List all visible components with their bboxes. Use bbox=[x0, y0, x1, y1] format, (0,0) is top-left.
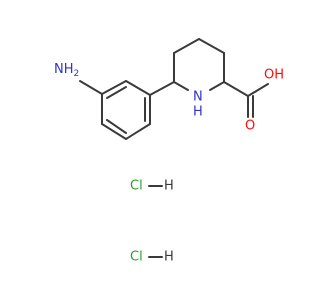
ring-nitrogen-label: N bbox=[193, 90, 203, 105]
chlorine-label: Cl bbox=[130, 179, 143, 194]
hcl-salt-2: Cl H bbox=[130, 250, 174, 265]
carbonyl-oxygen-label: O bbox=[245, 119, 255, 134]
carboxylic-acid bbox=[223, 81, 269, 118]
aryl-piperidine-bond bbox=[149, 81, 175, 96]
chlorine-label: Cl bbox=[130, 250, 143, 265]
ring-nitrogen-hydrogen-label: H bbox=[193, 105, 203, 120]
chemical-structure: NH2 N H O OH Cl H Cl H bbox=[54, 38, 284, 265]
hcl-salt-1: Cl H bbox=[130, 179, 174, 194]
benzene-ring bbox=[101, 80, 151, 140]
hydrogen-label: H bbox=[164, 250, 174, 265]
hydroxyl-label: OH bbox=[264, 68, 284, 83]
amine-label: NH2 bbox=[54, 62, 79, 79]
piperidine-ring bbox=[173, 38, 225, 91]
amine-bond bbox=[79, 80, 103, 95]
hydrogen-label: H bbox=[164, 179, 174, 194]
